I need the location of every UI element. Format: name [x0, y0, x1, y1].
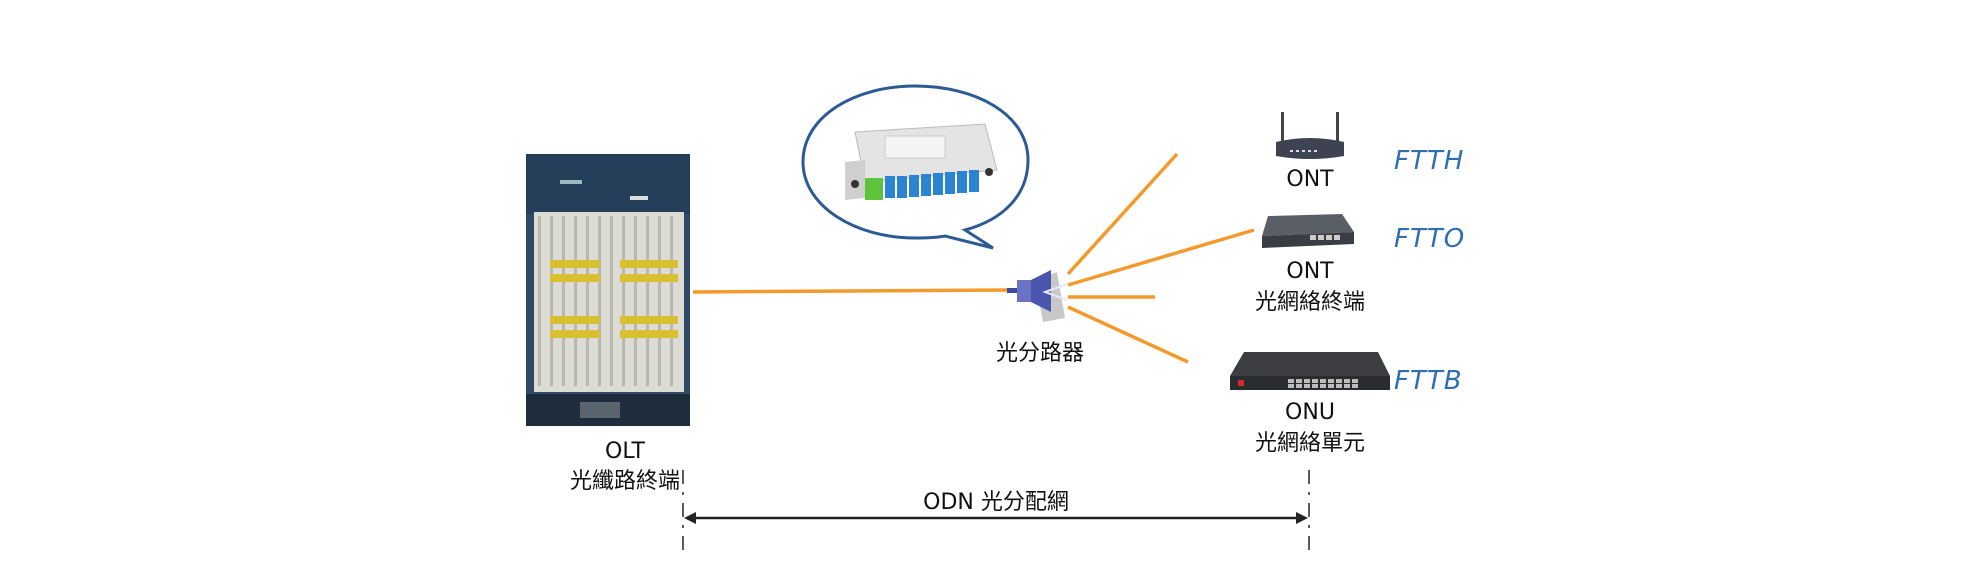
router-icon — [1276, 112, 1344, 159]
olt-subtitle: 光纖路終端 — [569, 469, 681, 494]
optical-splitter-icon — [1007, 270, 1068, 322]
onu-switch-icon — [1230, 352, 1390, 390]
splitter-label: 光分路器 — [995, 341, 1085, 366]
ftto-label: FTTO — [1394, 224, 1466, 254]
fiber-olt-to-splitter — [692, 288, 1009, 294]
ont-switch-icon — [1262, 214, 1354, 248]
fiber-branch-1 — [1066, 152, 1179, 276]
onu-subtitle: 光網絡單元 — [1254, 431, 1366, 456]
onu-title: ONU — [1285, 400, 1335, 425]
odn-label: ODN 光分配網 — [923, 490, 1069, 515]
ftth-label: FTTH — [1394, 146, 1465, 176]
olt-chassis-icon — [526, 154, 690, 426]
ont-ftth-title: ONT — [1286, 167, 1334, 192]
arrowhead-right — [1296, 512, 1308, 524]
odn-dimension-line — [682, 470, 1310, 550]
olt-title: OLT — [605, 439, 645, 464]
arrowhead-left — [684, 512, 696, 524]
ont-ftto-subtitle: 光網絡終端 — [1254, 290, 1366, 315]
fiber-branch-4 — [1067, 305, 1189, 364]
ont-ftto-title: ONT — [1286, 259, 1334, 284]
splitter-cassette-icon — [845, 123, 998, 200]
fiber-branch-2 — [1067, 228, 1255, 287]
fttb-label: FTTB — [1394, 366, 1463, 396]
